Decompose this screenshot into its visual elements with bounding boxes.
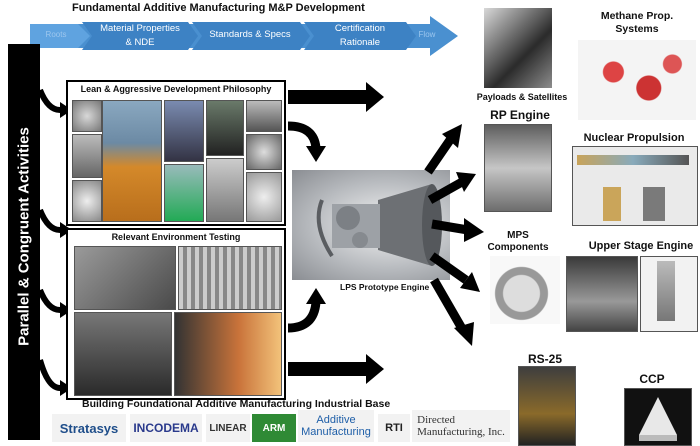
center-arrows bbox=[287, 82, 384, 384]
lean-photo-1 bbox=[72, 100, 102, 132]
methane-label: Methane Prop. Systems bbox=[600, 10, 674, 35]
banner-stub-left: Roots bbox=[45, 30, 67, 39]
nuclear-detail-2 bbox=[643, 187, 665, 221]
lean-photo-5 bbox=[164, 164, 204, 222]
lps-engine-label: LPS Prototype Engine bbox=[340, 282, 430, 292]
lean-photo-6 bbox=[206, 100, 244, 156]
lean-photo-8 bbox=[246, 100, 282, 132]
nuclear-rocket-body bbox=[577, 155, 689, 165]
payloads-satellite-image bbox=[484, 8, 552, 88]
lean-photo-10 bbox=[246, 172, 282, 222]
lean-photo-4 bbox=[164, 100, 204, 162]
lean-photo-7 bbox=[206, 158, 244, 222]
nuclear-image bbox=[572, 146, 698, 226]
upper-stage-label: Upper Stage Engine bbox=[588, 240, 694, 252]
banner-step-standards: Standards & Specs bbox=[209, 29, 291, 40]
logo-rti: RTI bbox=[378, 414, 410, 442]
upper-stage-diagram bbox=[640, 256, 698, 332]
banner-arrow bbox=[30, 16, 458, 56]
logo-additive-manufacturing: Additive Manufacturing bbox=[298, 410, 374, 442]
ccp-label: CCP bbox=[639, 372, 665, 386]
nuclear-label: Nuclear Propulsion bbox=[583, 132, 685, 144]
left-bar bbox=[8, 44, 40, 440]
rp-engine-label: RP Engine bbox=[490, 108, 550, 122]
testing-photo-4 bbox=[174, 312, 282, 396]
nuclear-detail-1 bbox=[603, 187, 621, 221]
lean-engine-photo bbox=[102, 100, 162, 222]
payloads-label: Payloads & Satellites bbox=[476, 92, 568, 102]
testing-photo-1 bbox=[74, 246, 176, 310]
logo-incodema: INCODEMA bbox=[130, 414, 202, 442]
rs25-image bbox=[518, 366, 576, 446]
lps-engine-image bbox=[292, 170, 450, 280]
logo-directed-manufacturing: Directed Manufacturing, Inc. bbox=[412, 410, 510, 442]
lean-photo-2 bbox=[72, 134, 102, 178]
logo-linear: LINEAR bbox=[206, 414, 250, 442]
lean-photo-9 bbox=[246, 134, 282, 170]
testing-photo-3 bbox=[74, 312, 172, 396]
output-arrows bbox=[424, 124, 484, 346]
ccp-capsule-image bbox=[624, 388, 692, 446]
testing-photo-2 bbox=[178, 246, 282, 310]
methane-image bbox=[578, 40, 696, 120]
mps-components-label: MPS Components bbox=[487, 230, 549, 253]
lean-photo-3 bbox=[72, 180, 102, 222]
page-title: Fundamental Additive Manufacturing M&P D… bbox=[72, 2, 365, 14]
upper-stage-image bbox=[566, 256, 638, 332]
banner-stub-right: Flow bbox=[418, 30, 436, 39]
relevant-testing-title: Relevant Environment Testing bbox=[111, 232, 241, 242]
rs25-label: RS-25 bbox=[527, 352, 562, 366]
upper-stage-diagram-body bbox=[657, 261, 675, 321]
lean-development-title: Lean & Aggressive Development Philosophy bbox=[80, 84, 272, 94]
bottom-title: Building Foundational Additive Manufactu… bbox=[82, 398, 391, 410]
logo-arm: ARM bbox=[252, 414, 296, 442]
banner-step-material: Material Properties & NDE bbox=[100, 23, 180, 48]
left-bar-label: Parallel & Congruent Activities bbox=[15, 127, 33, 346]
logo-stratasys: Stratasys bbox=[52, 414, 126, 442]
mps-components-image bbox=[490, 256, 560, 324]
rp-engine-image bbox=[484, 124, 552, 212]
banner-step-certification: Certification Rationale bbox=[334, 23, 386, 48]
